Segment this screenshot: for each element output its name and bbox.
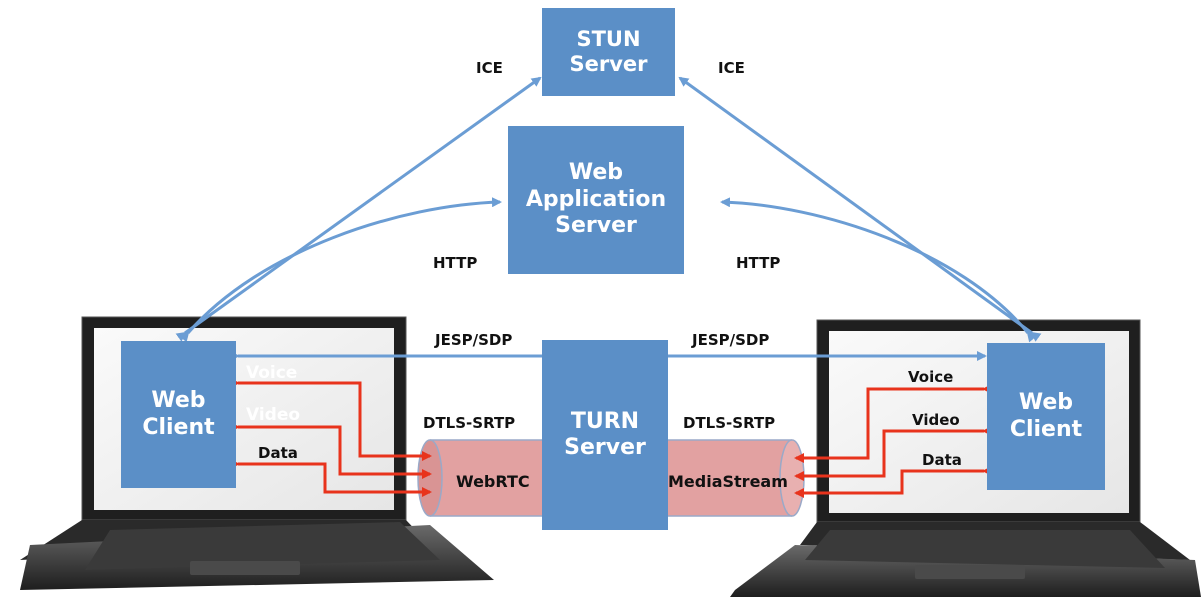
jesp-sdp-label-right: JESP/SDP bbox=[692, 331, 770, 349]
http-link-left bbox=[178, 197, 502, 343]
turn-server-box: TURN Server bbox=[542, 340, 668, 530]
left-web-client-box: Web Client bbox=[121, 341, 236, 488]
web-application-server-box: Web Application Server bbox=[508, 126, 684, 274]
turn-server-label: TURN Server bbox=[564, 408, 646, 460]
left-voice-label: Voice bbox=[246, 363, 298, 383]
ice-label-left: ICE bbox=[476, 59, 503, 77]
right-data-label: Data bbox=[922, 451, 962, 469]
ice-link-left bbox=[175, 76, 542, 342]
right-web-client-label: Web Client bbox=[1009, 390, 1083, 442]
left-video-label: Video bbox=[246, 405, 301, 425]
ice-link-right bbox=[678, 76, 1042, 342]
web-application-server-label: Web Application Server bbox=[525, 160, 667, 239]
stun-server-box: STUN Server bbox=[542, 8, 675, 96]
dtls-srtp-label-right: DTLS-SRTP bbox=[683, 414, 776, 432]
http-label-right: HTTP bbox=[736, 254, 781, 272]
http-link-right bbox=[720, 197, 1037, 343]
right-media-arrows bbox=[794, 384, 992, 498]
dtls-srtp-label-left: DTLS-SRTP bbox=[423, 414, 516, 432]
left-web-client-label: Web Client bbox=[142, 388, 215, 440]
ice-label-right: ICE bbox=[718, 59, 745, 77]
http-label-left: HTTP bbox=[433, 254, 478, 272]
left-data-label: Data bbox=[258, 444, 298, 462]
right-video-label: Video bbox=[912, 411, 960, 429]
jesp-sdp-label-left: JESP/SDP bbox=[435, 331, 513, 349]
left-media-arrows bbox=[230, 378, 432, 497]
mediastream-label: MediaStream bbox=[668, 472, 788, 491]
webrtc-label: WebRTC bbox=[456, 472, 530, 491]
right-voice-label: Voice bbox=[908, 368, 954, 386]
stun-server-label: STUN Server bbox=[569, 26, 648, 76]
right-web-client-box: Web Client bbox=[987, 343, 1105, 490]
